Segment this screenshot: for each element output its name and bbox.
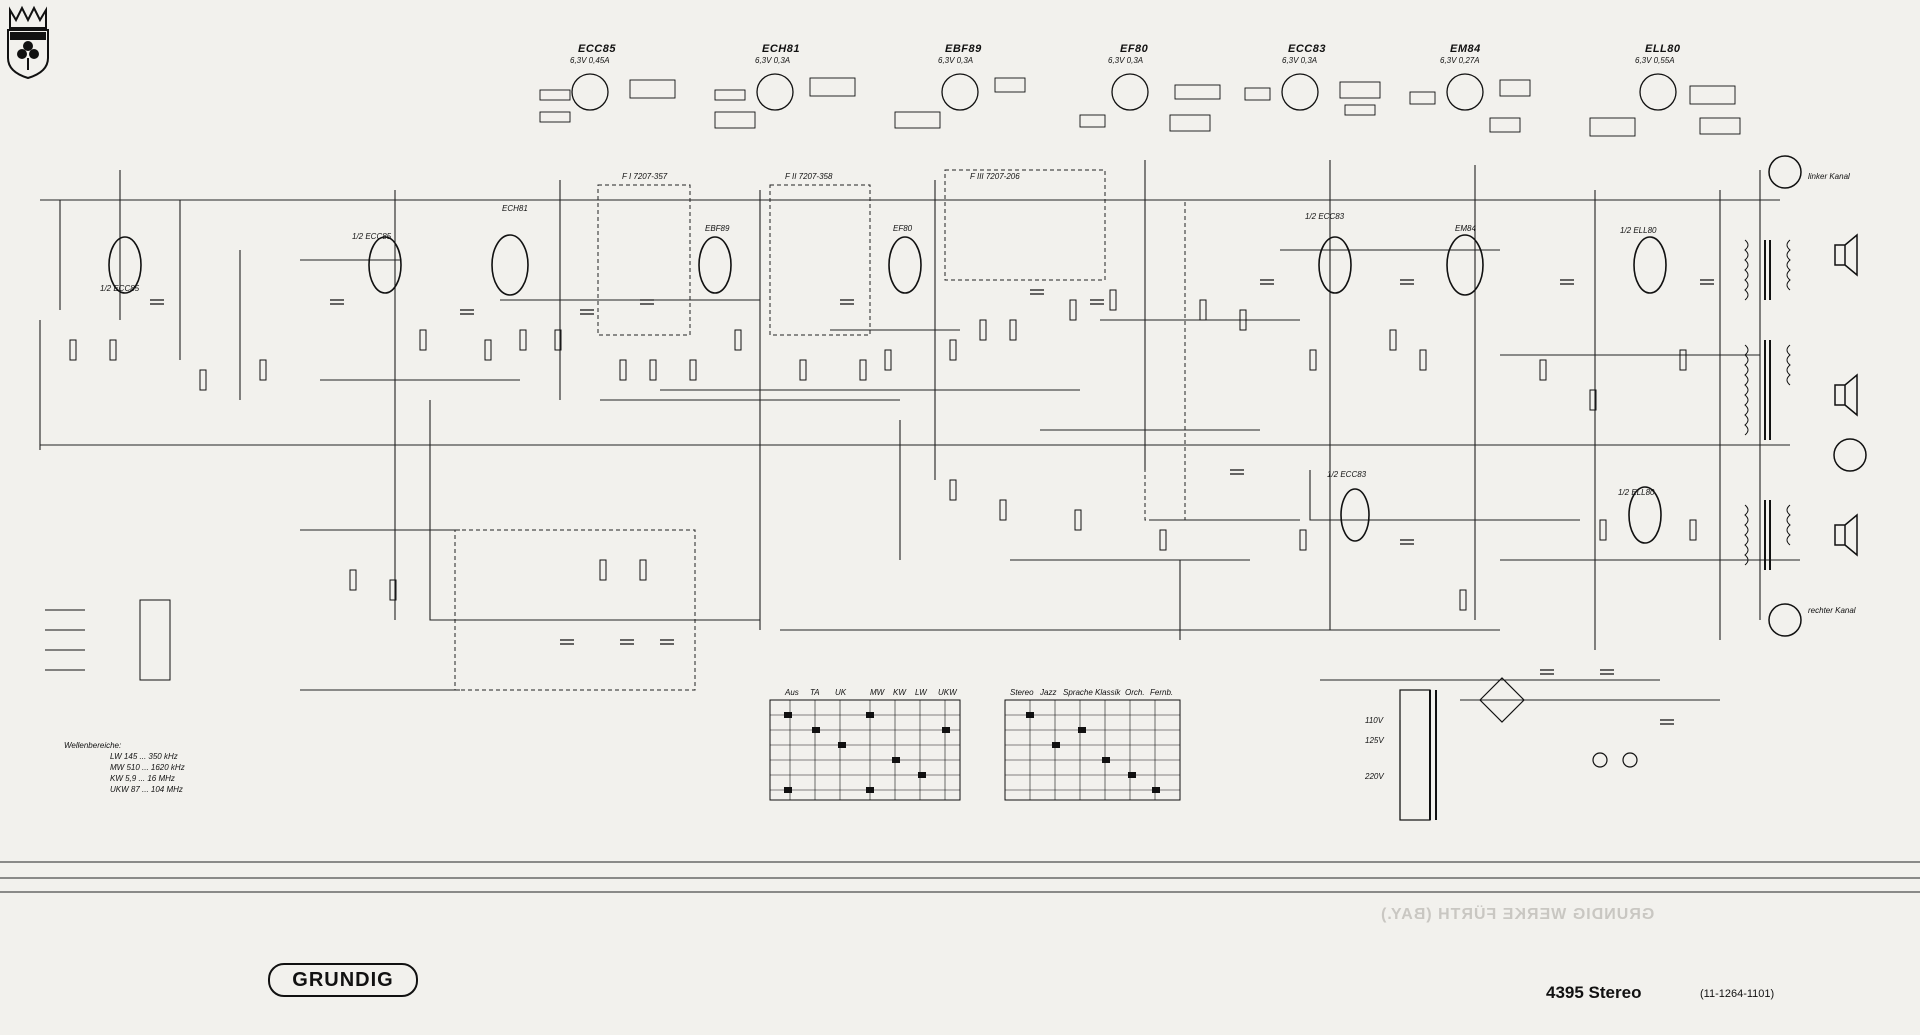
tube-label-ell80: ELL80 <box>1645 43 1681 55</box>
stage-label-ecc83-a: 1/2 ECC83 <box>1305 212 1345 221</box>
stage-label-em84: EM84 <box>1455 224 1476 233</box>
wave-ranges-title: Wellenbereiche: <box>64 741 122 750</box>
switch-header-klassik: Klassik <box>1095 688 1121 697</box>
wave-ranges: Wellenbereiche: LW 145 ... 350 kHz MW 51… <box>64 740 185 795</box>
grundig-crest-logo <box>7 5 49 80</box>
switch-header-aus: Aus <box>785 688 799 697</box>
tube-spec-ef80: 6,3V 0,3A <box>1108 56 1144 65</box>
switch-header-mw: MW <box>870 688 885 697</box>
switch-header-uk: UK <box>835 688 847 697</box>
stage-label-ecc85-a: 1/2 ECC85 <box>100 284 140 293</box>
part-number: (11-1264-1101) <box>1700 988 1775 1000</box>
tube-label-ebf89: EBF89 <box>945 43 982 55</box>
switch-header-sprache: Sprache <box>1063 688 1093 697</box>
switch-header-kw: KW <box>893 688 906 697</box>
tube-spec-ebf89: 6,3V 0,3A <box>938 56 974 65</box>
stage-label-ef80: EF80 <box>893 224 913 233</box>
filter-label-3: F III 7207-206 <box>970 172 1020 181</box>
tube-label-ef80: EF80 <box>1120 43 1149 55</box>
filter-label-1: F I 7207-357 <box>622 172 668 181</box>
tube-spec-ech81: 6,3V 0,3A <box>755 56 791 65</box>
switch-header-jazz: Jazz <box>1040 688 1057 697</box>
switch-header-fernb: Fernb. <box>1150 688 1174 697</box>
stage-label-ecc83-b: 1/2 ECC83 <box>1327 470 1367 479</box>
filter-label-2: F II 7207-358 <box>785 172 833 181</box>
switch-header-lw: LW <box>915 688 927 697</box>
ghost-brand-watermark: GRUNDIG WERKE FÜRTH (BAY.) <box>1380 906 1655 923</box>
stage-label-ech81: ECH81 <box>502 204 528 213</box>
tube-spec-ecc85: 6,3V 0,45A <box>570 56 610 65</box>
tube-spec-ecc83: 6,3V 0,3A <box>1282 56 1318 65</box>
right-channel-label: rechter Kanal <box>1808 606 1856 615</box>
stage-label-ecc85-b: 1/2 ECC85 <box>352 232 392 241</box>
tube-label-ecc83: ECC83 <box>1288 43 1326 55</box>
tube-label-ech81: ECH81 <box>762 43 800 55</box>
mains-220v: 220V <box>1365 772 1384 781</box>
left-channel-label: linker Kanal <box>1808 172 1850 181</box>
mains-110v: 110V <box>1365 716 1384 725</box>
tube-label-em84: EM84 <box>1450 43 1481 55</box>
model-name: 4395 Stereo <box>1546 983 1642 1002</box>
switch-header-orch: Orch. <box>1125 688 1145 697</box>
wave-range-kw: KW 5,9 ... 16 MHz <box>110 774 175 783</box>
switch-header-ukw: UKW <box>938 688 957 697</box>
switch-header-ta: TA <box>810 688 820 697</box>
wave-range-ukw: UKW 87 ... 104 MHz <box>110 785 183 794</box>
wave-range-mw: MW 510 ... 1620 kHz <box>110 763 185 772</box>
brand-logo: GRUNDIG <box>268 963 418 997</box>
stage-label-ell80-a: 1/2 ELL80 <box>1620 226 1657 235</box>
wave-range-lw: LW 145 ... 350 kHz <box>110 752 178 761</box>
switch-header-stereo: Stereo <box>1010 688 1034 697</box>
tube-spec-em84: 6,3V 0,27A <box>1440 56 1480 65</box>
stage-label-ebf89: EBF89 <box>705 224 730 233</box>
mains-125v: 125V <box>1365 736 1384 745</box>
tube-spec-ell80: 6,3V 0,55A <box>1635 56 1675 65</box>
stage-label-ell80-b: 1/2 ELL80 <box>1618 488 1655 497</box>
tube-label-ecc85: ECC85 <box>578 43 616 55</box>
